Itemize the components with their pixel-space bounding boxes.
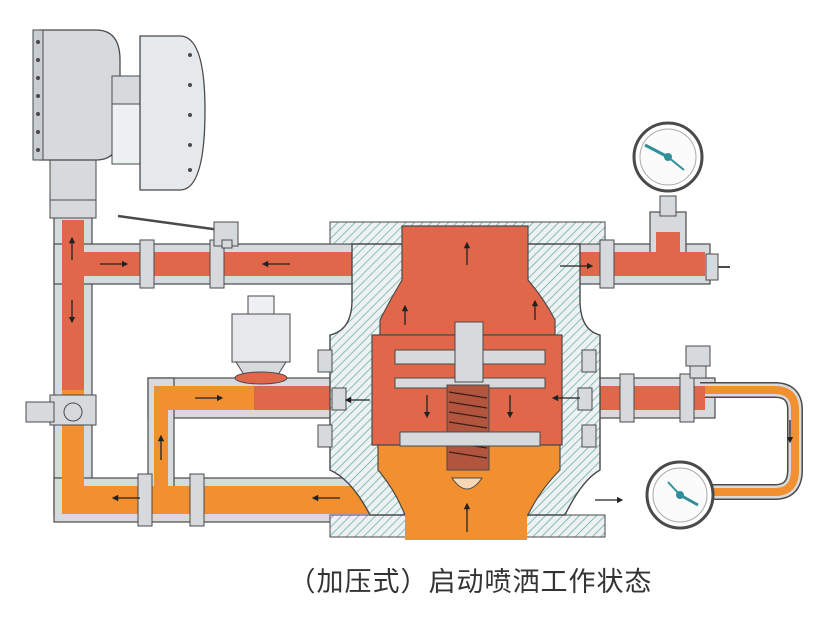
- main-valve-body: [329, 221, 606, 540]
- flange-bolts: [317, 349, 597, 448]
- pressure-actuator: [32, 29, 206, 201]
- diagram-caption: （加压式）启动喷洒工作状态: [288, 567, 653, 598]
- spring-coils: [448, 391, 488, 459]
- check-fitting: [685, 345, 711, 379]
- flow-arrow-icon: [68, 236, 794, 532]
- pressure-gauge-icon: [632, 121, 704, 217]
- pressure-gauge-icon: [645, 460, 715, 530]
- vent-fitting: [705, 253, 730, 281]
- drain-fitting: [25, 401, 83, 423]
- solenoid-valve-icon: [231, 295, 291, 385]
- ball-valve-icon: [117, 214, 239, 249]
